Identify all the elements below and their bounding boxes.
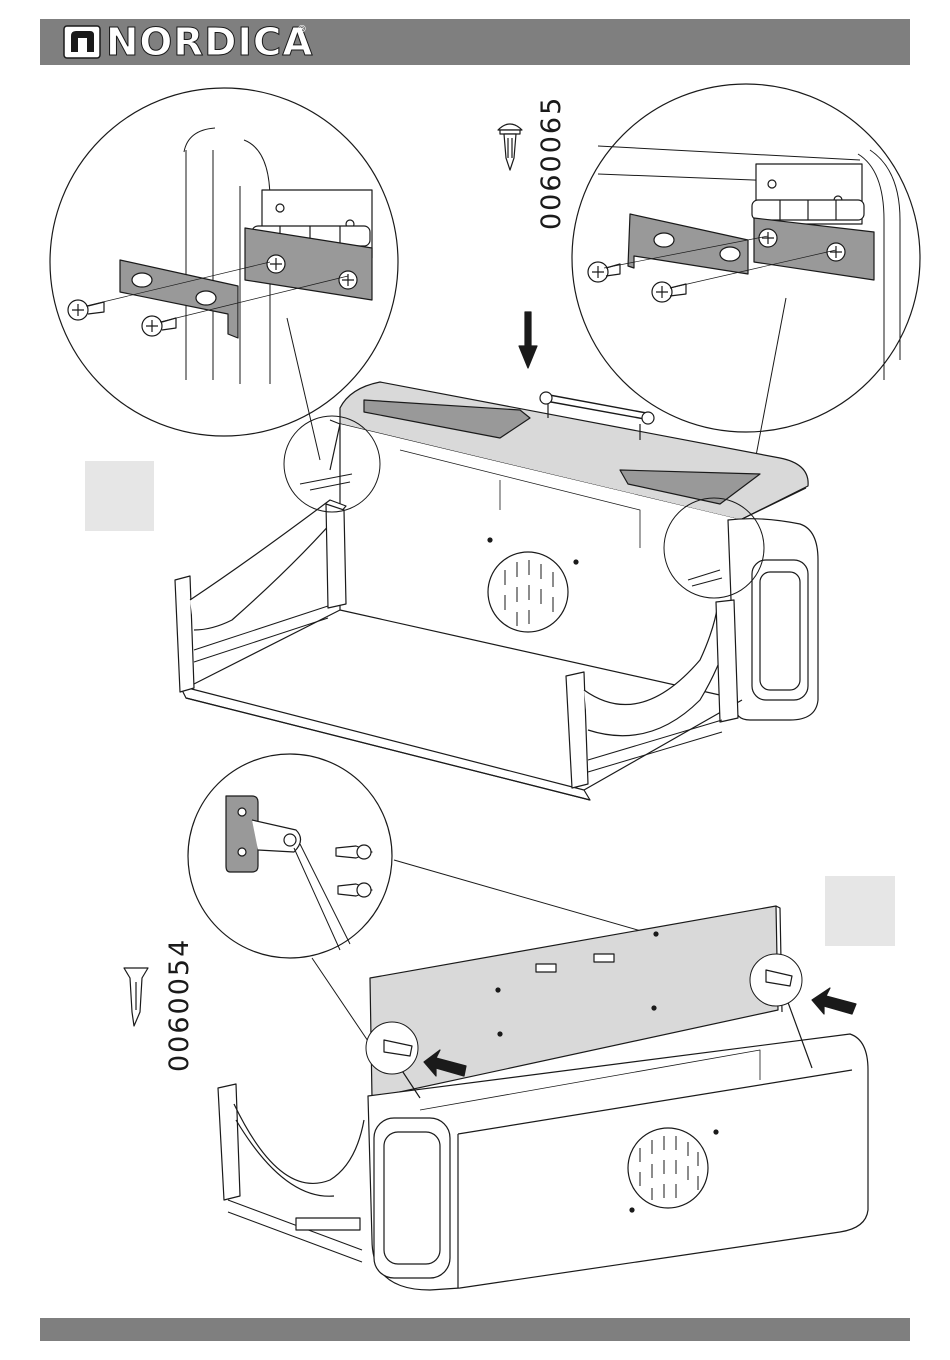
arrow-left-icon-2 <box>812 988 856 1014</box>
screw-icon <box>498 124 522 170</box>
pin-icon <box>124 968 148 1026</box>
arrow-down-icon <box>519 312 537 368</box>
top-assembly <box>175 382 818 800</box>
footer-bar <box>40 1318 910 1341</box>
